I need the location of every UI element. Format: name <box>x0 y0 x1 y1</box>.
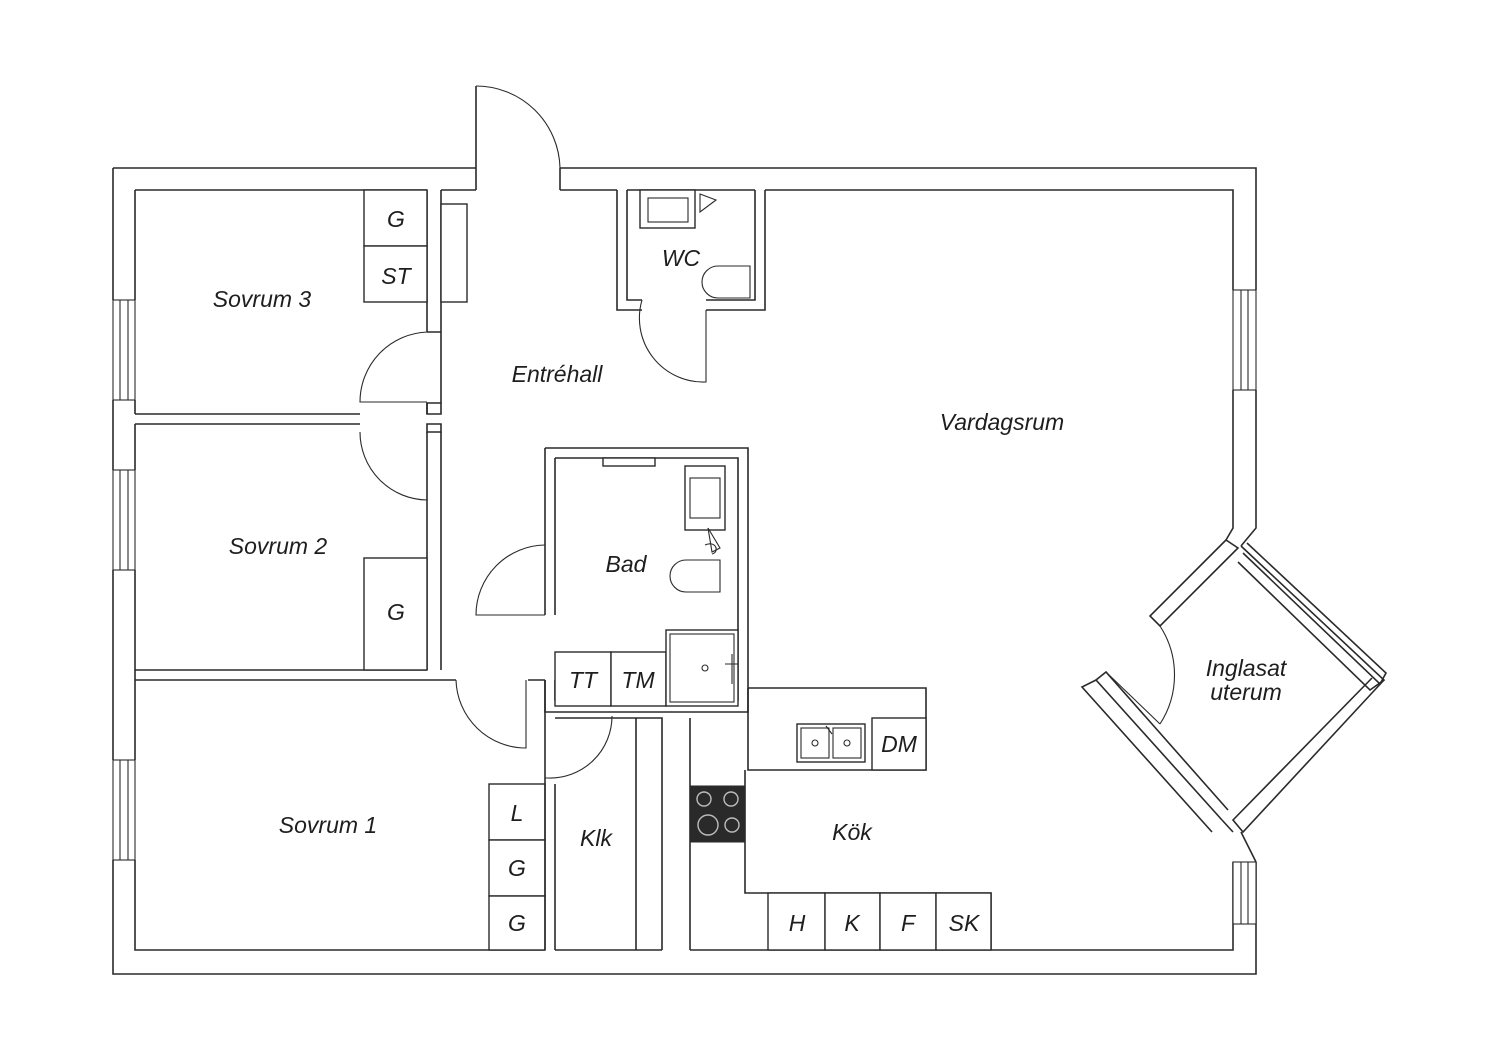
label-f: F <box>901 910 917 936</box>
outer-walls <box>112 167 1257 975</box>
window-left-sovrum3 <box>112 299 136 401</box>
label-sk: SK <box>949 910 981 936</box>
label-h: H <box>789 910 806 936</box>
label-entrehall: Entréhall <box>512 361 604 387</box>
label-dm: DM <box>881 731 918 757</box>
label-uterum-line2: uterum <box>1210 679 1282 705</box>
label-wc: WC <box>662 245 701 271</box>
label-k: K <box>844 910 861 936</box>
window-right-kok <box>1232 861 1257 925</box>
stove-icon <box>689 785 746 843</box>
walls-bad <box>475 447 749 713</box>
label-g2-sovrum1: G <box>508 910 526 936</box>
label-g-sovrum3: G <box>387 206 405 232</box>
wardrobes-sovrum3 <box>363 189 468 303</box>
walls-wc <box>616 189 766 383</box>
label-tt: TT <box>569 667 599 693</box>
window-right-vardagsrum <box>1232 289 1257 391</box>
entrance-door <box>475 85 561 190</box>
label-g-sovrum2: G <box>387 599 405 625</box>
label-l-sovrum1: L <box>511 800 524 826</box>
label-sovrum1: Sovrum 1 <box>279 812 377 838</box>
walls-sovrum2 <box>135 500 545 749</box>
label-bad: Bad <box>606 551 648 577</box>
label-g1-sovrum1: G <box>508 855 526 881</box>
room-labels: Sovrum 3 Sovrum 2 Sovrum 1 Entréhall WC … <box>213 245 1288 851</box>
window-left-sovrum2 <box>112 469 136 571</box>
walls-kok <box>689 687 992 951</box>
label-st-sovrum3: ST <box>381 263 412 289</box>
label-sovrum2: Sovrum 2 <box>229 533 328 559</box>
label-kok: Kök <box>832 819 873 845</box>
walls-sovrum1 <box>488 680 663 951</box>
window-left-sovrum1 <box>112 759 136 861</box>
glazed-conservatory <box>1080 538 1387 834</box>
label-tm: TM <box>621 667 655 693</box>
label-uterum-line1: Inglasat <box>1206 655 1288 681</box>
label-vardagsrum: Vardagsrum <box>940 409 1064 435</box>
label-sovrum3: Sovrum 3 <box>213 286 312 312</box>
fixture-labels: G ST G L G G TT TM DM H K F SK <box>381 206 981 936</box>
label-klk: Klk <box>580 825 613 851</box>
